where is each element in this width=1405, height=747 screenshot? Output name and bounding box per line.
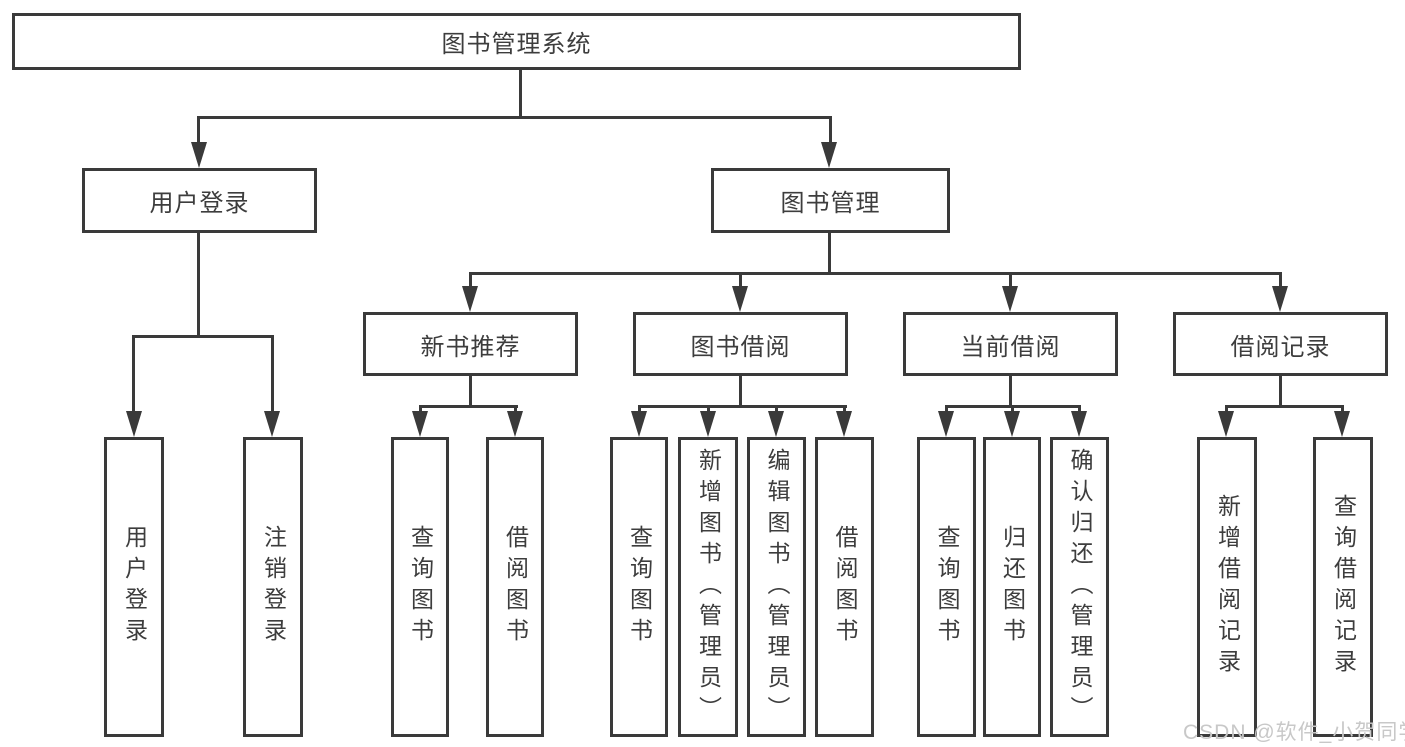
arrowhead-icon [821,142,837,168]
leaf-label: 归还图书 [999,525,1026,649]
node-label: 图书管理系统 [441,31,592,58]
leaf-label: 用户登录 [121,525,148,649]
leaf-user-login: 用户登录 [104,437,164,737]
connector-line [739,376,742,408]
node-user-login: 用户登录 [82,168,317,233]
leaf-query-books-current: 查询图书 [917,437,976,737]
arrowhead-icon [631,411,647,437]
connector-line [945,405,1081,408]
node-new-book-recommendation: 新书推荐 [363,312,578,376]
leaf-query-books-recommend: 查询图书 [391,437,449,737]
arrowhead-icon [938,411,954,437]
leaf-label: 编辑图书（管理员） [764,447,790,727]
leaf-label: 查询借阅记录 [1330,494,1357,680]
node-library-management-system: 图书管理系统 [12,13,1021,70]
connector-line [469,376,472,408]
arrowhead-icon [732,286,748,312]
arrowhead-icon [1071,411,1087,437]
node-borrowing-records: 借阅记录 [1173,312,1388,376]
connector-line [775,408,778,413]
connector-line [1011,408,1014,413]
connector-line [132,338,135,411]
connector-line [197,116,832,119]
arrowhead-icon [1218,411,1234,437]
arrowhead-icon [700,411,716,437]
connector-line [197,119,200,145]
leaf-label: 查询图书 [934,525,960,649]
connector-line [514,408,517,413]
connector-line [419,408,422,413]
node-book-borrowing: 图书借阅 [633,312,848,376]
node-label: 图书借阅 [690,333,791,361]
leaf-label: 借阅图书 [832,525,858,649]
leaf-label: 借阅图书 [502,525,529,649]
leaf-add-book-admin: 新增图书（管理员） [678,437,738,737]
node-book-management: 图书管理 [711,168,950,233]
arrowhead-icon [462,286,478,312]
leaf-label: 查询图书 [407,525,434,649]
connector-line [739,275,742,287]
leaf-label: 注销登录 [260,525,287,649]
arrowhead-icon [191,142,207,168]
connector-line [469,275,472,287]
connector-line [132,335,274,338]
arrowhead-icon [768,411,784,437]
leaf-confirm-return-admin: 确认归还（管理员） [1050,437,1109,737]
leaf-query-borrow-record: 查询借阅记录 [1313,437,1373,737]
watermark: CSDN @软件_小贺同学 [1183,721,1405,744]
leaf-borrow-books-recommend: 借阅图书 [486,437,544,737]
node-label: 借阅记录 [1230,333,1331,361]
connector-line [945,408,948,413]
connector-line [1225,405,1344,408]
leaf-label: 查询图书 [626,525,653,649]
arrowhead-icon [412,411,428,437]
node-label: 用户登录 [149,190,250,217]
node-current-borrowing: 当前借阅 [903,312,1118,376]
connector-line [1078,408,1081,413]
node-label: 新书推荐 [420,333,521,361]
connector-line [271,338,274,411]
node-label: 图书管理 [780,190,881,217]
node-label: 当前借阅 [960,333,1061,361]
connector-line [828,233,831,275]
connector-line [1341,408,1344,413]
arrowhead-icon [1272,286,1288,312]
leaf-query-books-borrowing: 查询图书 [610,437,668,737]
leaf-label: 新增图书（管理员） [695,447,722,727]
connector-line [843,408,846,413]
arrowhead-icon [1002,286,1018,312]
arrowhead-icon [836,411,852,437]
connector-line [707,408,710,413]
connector-line [1009,275,1012,287]
leaf-return-books: 归还图书 [983,437,1041,737]
leaf-add-borrow-record: 新增借阅记录 [1197,437,1257,737]
leaf-logout: 注销登录 [243,437,303,737]
leaf-edit-book-admin: 编辑图书（管理员） [747,437,806,737]
connector-line [1279,275,1282,287]
connector-line [1009,376,1012,408]
arrowhead-icon [126,411,142,437]
arrowhead-icon [507,411,523,437]
arrowhead-icon [1334,411,1350,437]
connector-line [469,272,1282,275]
arrowhead-icon [264,411,280,437]
leaf-label: 新增借阅记录 [1214,494,1241,680]
arrowhead-icon [1004,411,1020,437]
connector-line [1225,408,1228,413]
connector-line [519,70,522,119]
connector-line [638,405,847,408]
leaf-label: 确认归还（管理员） [1067,447,1093,727]
connector-line [638,408,641,413]
connector-line [829,119,832,145]
connector-line [419,405,518,408]
leaf-borrow-books-borrowing: 借阅图书 [815,437,874,737]
connector-line [197,233,200,338]
connector-line [1279,376,1282,408]
